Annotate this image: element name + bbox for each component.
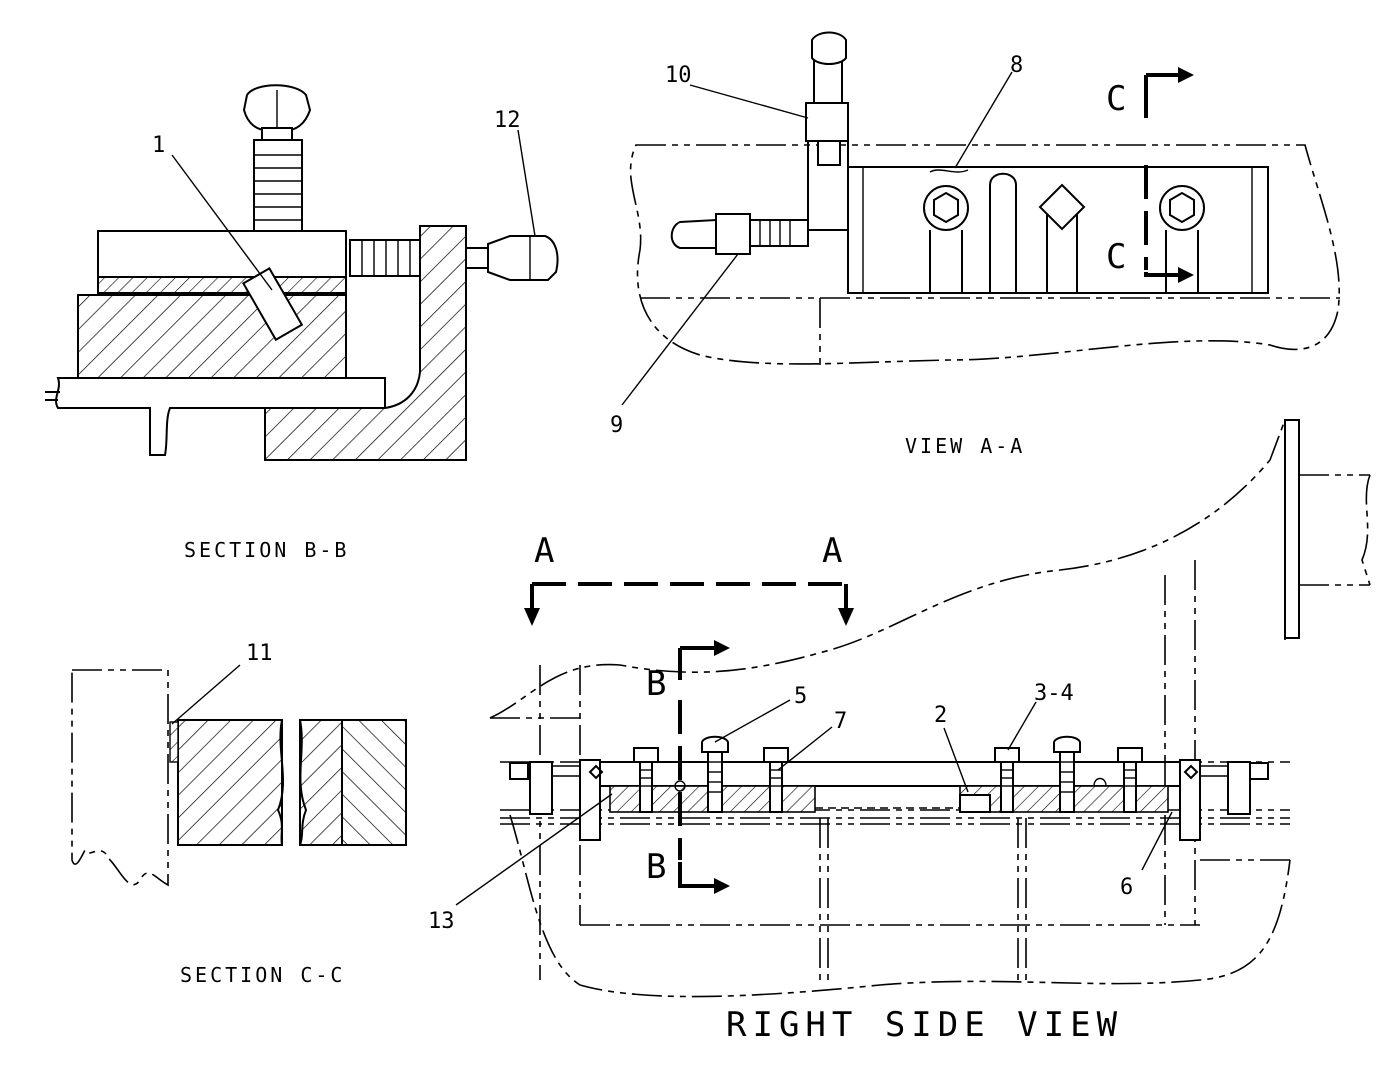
section-b-marker-top: B (646, 664, 666, 704)
callout-2: 2 (934, 703, 969, 793)
section-c-marker-bottom: C (1106, 237, 1126, 277)
section-a-marker-right: A (822, 531, 842, 571)
callout-6-label: 6 (1120, 875, 1133, 900)
callout-7: 7 (777, 709, 847, 771)
callout-1: 1 (152, 133, 273, 291)
callout-3-4: 3-4 (1007, 681, 1074, 751)
callout-8: 8 (954, 53, 1023, 169)
section-c-marker-top: C (1106, 79, 1126, 119)
callout-2-label: 2 (934, 703, 947, 728)
callout-8-label: 8 (1010, 53, 1023, 78)
view-aa-drawing (629, 31, 1340, 365)
callout-10: 10 (665, 63, 809, 119)
callout-12: 12 (494, 108, 536, 237)
callout-7-label: 7 (834, 709, 847, 734)
right-side-view-title: RIGHT SIDE VIEW (726, 1005, 1123, 1045)
section-cc-drawing (71, 669, 407, 887)
callout-13: 13 (428, 793, 613, 934)
section-b-marker-bottom: B (646, 847, 666, 887)
callout-5-label: 5 (794, 684, 807, 709)
callout-11: 11 (171, 641, 273, 725)
callout-12-label: 12 (494, 108, 521, 133)
section-bb-drawing (45, 84, 559, 461)
callout-9: 9 (610, 253, 739, 438)
callout-9-label: 9 (610, 413, 623, 438)
section-bb-title: SECTION B-B (184, 538, 349, 562)
right-side-view-drawing (489, 419, 1371, 998)
section-cc-title: SECTION C-C (180, 963, 345, 987)
callout-1-label: 1 (152, 133, 165, 158)
callout-3-4-label: 3-4 (1034, 681, 1074, 706)
callout-6: 6 (1120, 811, 1173, 900)
callout-11-label: 11 (246, 641, 273, 666)
callout-10-label: 10 (665, 63, 692, 88)
callout-5: 5 (714, 684, 807, 743)
callout-13-label: 13 (428, 909, 455, 934)
view-aa-title: VIEW A-A (905, 434, 1025, 458)
section-a-marker-left: A (534, 531, 554, 571)
